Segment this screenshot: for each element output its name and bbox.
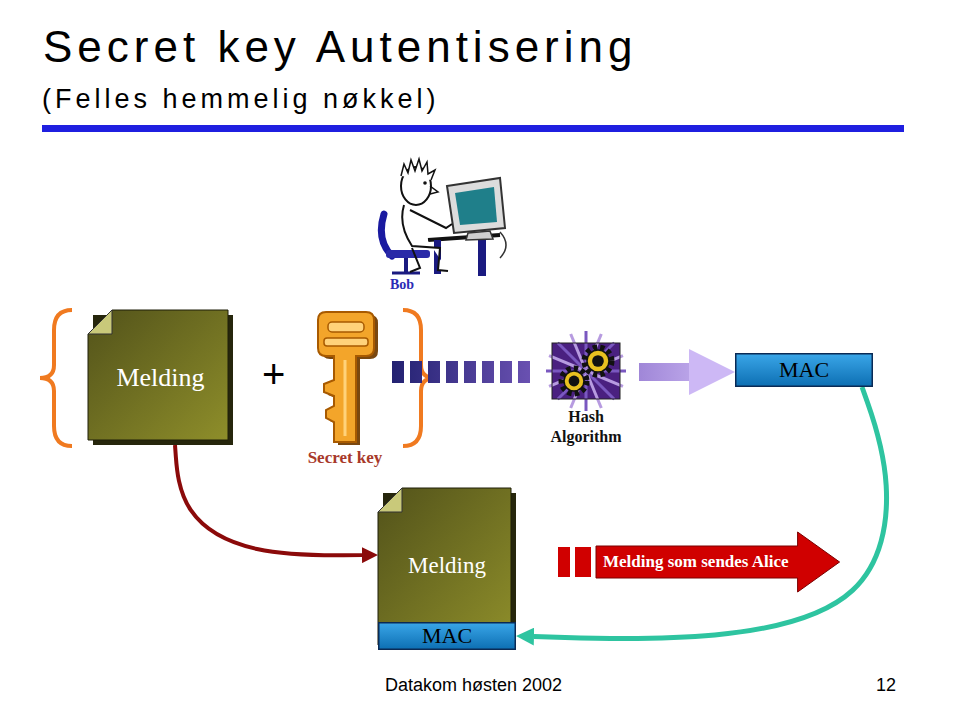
plus-sign: + [262, 352, 285, 397]
message-arrow: Melding som sendes Alice [596, 532, 840, 592]
title-rule [42, 125, 904, 132]
node-text: Melding som sendes Alice [603, 546, 789, 578]
person-name: Bob [390, 277, 414, 293]
node-text: MAC [422, 625, 472, 647]
document-icon: Melding [88, 310, 233, 445]
node-text: Secret key [308, 448, 383, 468]
mac-box: MAC [735, 353, 873, 387]
node-text: Melding [408, 553, 486, 579]
connector [639, 363, 689, 381]
footer-text: Datakom høsten 2002 [385, 675, 562, 696]
node-text: MAC [779, 359, 829, 381]
document-icon: MeldingMAC [378, 488, 516, 650]
arrow-block [575, 547, 591, 577]
node-text: Hash Algorithm [533, 407, 639, 447]
page-number: 12 [876, 675, 896, 696]
arrow-block [558, 547, 570, 577]
hash-icon-shape [533, 343, 639, 403]
key-icon: Secret key [298, 310, 392, 468]
node-text: Melding [116, 363, 204, 393]
subtitle: (Felles hemmelig nøkkel) [42, 84, 440, 115]
key-icon-shape [298, 310, 392, 446]
left-brace [40, 310, 72, 446]
connector [392, 361, 533, 383]
bob-figure [381, 159, 506, 276]
connector [534, 387, 887, 639]
mac-box: MAC [378, 622, 516, 650]
hash-icon: Hash Algorithm [533, 343, 639, 447]
slide-title: Secret key Autentisering [43, 22, 637, 72]
